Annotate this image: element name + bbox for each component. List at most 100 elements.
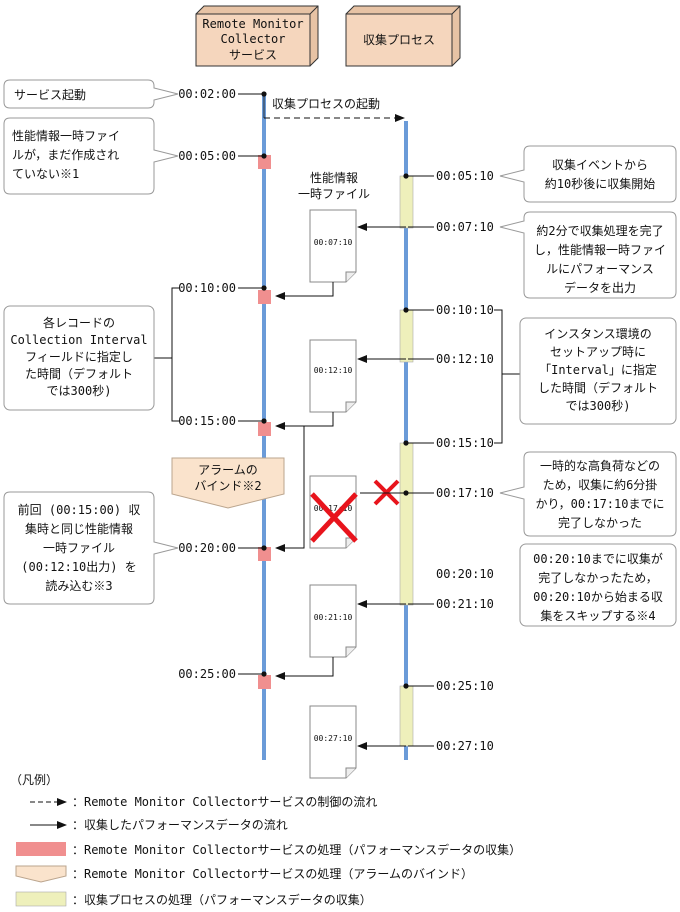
legend-item: ：Remote Monitor Collectorサービスの処理（アラームのバイ… (72, 867, 473, 881)
temp-file-doc-2: 00:12:10 (309, 339, 357, 413)
callout-text: 「Interval」に指定 (539, 362, 657, 377)
rmc-process-mark (258, 290, 271, 304)
right-time: 00:17:10 (436, 486, 494, 500)
right-time: 00:20:10 (436, 567, 494, 581)
left-time: 00:15:00 (178, 414, 236, 428)
left-time: 00:02:00 (178, 87, 236, 101)
rmc-process-marks (258, 155, 271, 689)
legend-collect-swatch (15, 891, 67, 907)
callout-text: データを出力 (564, 280, 636, 295)
doc-time: 00:27:10 (314, 734, 353, 743)
callout-text: Collection Interval (10, 333, 147, 347)
callout-text: 読み込む※3 (45, 578, 112, 593)
callout-text: セットアップ時に (550, 345, 646, 359)
callout-text: ルにパフォーマンス (546, 262, 654, 276)
callout-text: た時間（デフォルト (25, 366, 133, 381)
rmc-box-line-2: Collector (220, 32, 285, 46)
callout-text: 00:20:10から始まる収 (533, 590, 663, 604)
legend-item: ：Remote Monitor Collectorサービスの処理（パフォーマンス… (72, 842, 521, 857)
left-time: 00:05:00 (178, 149, 236, 163)
left-time: 00:25:00 (178, 667, 236, 681)
callout-text: 収集イベントから (552, 157, 648, 172)
callout-interval: 各レコードの Collection Interval フィールドに指定し た時間… (3, 305, 155, 411)
collect-bar-1 (399, 175, 414, 229)
callout-text: サービス起動 (14, 88, 86, 102)
right-time: 00:07:10 (436, 220, 494, 234)
alarm-bind-shape: アラームの バインド※2 (171, 457, 285, 509)
temp-file-doc-5: 00:27:10 (309, 705, 357, 779)
right-time: 00:25:10 (436, 679, 494, 693)
callout-text: 00:20:10までに収集が (533, 551, 663, 566)
temp-file-doc-1: 00:07:10 (309, 209, 357, 283)
right-time: 00:10:10 (436, 303, 494, 317)
temp-file-doc-4: 00:21:10 (309, 584, 357, 658)
callout-text: 約10秒後に収集開始 (545, 176, 655, 191)
callout-collect-start: 収集イベントから 約10秒後に収集開始 (499, 145, 677, 203)
legend-alarm-swatch (15, 865, 67, 883)
doc-time: 00:12:10 (314, 366, 353, 375)
callout-text: 約2分で収集処理を完了 (536, 223, 663, 238)
callout-skip: 00:20:10までに収集が 完了しなかったため， 00:20:10から始まる収… (519, 543, 677, 627)
left-time-leaders (238, 93, 262, 675)
callout-text: では300秒) (47, 384, 112, 398)
left-time: 00:10:00 (178, 281, 236, 295)
callout-not-created: 性能情報一時ファイ ルが，まだ作成され ていない※1 (3, 117, 179, 195)
callout-text: ていない※1 (12, 167, 79, 181)
right-time: 00:27:10 (436, 739, 494, 753)
callout-text: ため，収集に約6分掛 (543, 477, 658, 492)
doc-time: 00:17:10 (314, 504, 353, 513)
callout-text: 完了しなかったため， (538, 570, 657, 585)
callout-service-start: サービス起動 (3, 79, 179, 109)
callout-text: した時間（デフォルト (538, 380, 658, 395)
callout-text: 前回 (00:15:00) 収 (18, 502, 141, 517)
interval-brackets (154, 287, 520, 444)
callout-text: 各レコードの (43, 315, 115, 330)
doc-time: 00:07:10 (314, 238, 353, 247)
callout-high-load: 一時的な高負荷などの ため，収集に約6分掛 かり，00:17:10までに 完了し… (499, 451, 677, 537)
callout-text: (00:12:10出力) を (21, 560, 136, 574)
alarm-bind-label-1: アラームの (198, 463, 258, 477)
legend-title: （凡例） (10, 773, 58, 787)
data-flow-arrows (275, 223, 406, 750)
temp-file-label-1: 性能情報 (310, 171, 358, 185)
timeline-dots (261, 91, 409, 689)
legend: （凡例） ：Remote Monitor Collectorサービスの制御の流れ… (10, 773, 521, 907)
rmc-process-mark (258, 422, 271, 436)
rmc-process-mark (258, 675, 271, 689)
failed-file-cross (310, 492, 358, 543)
rmc-box-line-1: Remote Monitor (202, 17, 303, 31)
callout-text: かり，00:17:10までに (536, 497, 665, 511)
callout-text: 集時と同じ性能情報 (25, 521, 133, 536)
collection-bars (399, 175, 414, 747)
right-time-leaders (408, 175, 434, 747)
callout-text: し，性能情報一時ファイ (534, 243, 666, 257)
legend-item: ：Remote Monitor Collectorサービスの制御の流れ (72, 794, 377, 809)
doc-time: 00:21:10 (314, 613, 353, 622)
rmc-box-line-3: サービス (229, 48, 277, 62)
right-time: 00:12:10 (436, 352, 494, 366)
collection-process-box: 収集プロセス (345, 5, 461, 67)
callout-text: インスタンス環境の (544, 326, 652, 341)
rmc-process-mark (258, 547, 271, 561)
callout-text: 一時ファイル (43, 541, 115, 555)
callout-text: 一時的な高負荷などの (540, 458, 660, 473)
callout-reuse: 前回 (00:15:00) 収 集時と同じ性能情報 一時ファイル (00:12:… (3, 491, 179, 605)
alarm-bind-label-2: バインド※2 (194, 479, 261, 493)
process-box-label: 収集プロセス (363, 32, 435, 47)
callout-text: 性能情報一時ファイ (12, 129, 120, 143)
legend-rmc-process-swatch (16, 842, 66, 856)
callout-instance: インスタンス環境の セットアップ時に 「Interval」に指定 した時間（デフ… (519, 317, 677, 425)
callout-two-min: 約2分で収集処理を完了 し，性能情報一時ファイ ルにパフォーマンス データを出力 (499, 211, 677, 299)
legend-item: ：収集プロセスの処理（パフォーマンスデータの収集） (72, 892, 372, 907)
callout-text: 完了しなかった (558, 515, 642, 530)
callout-text: では300秒) (566, 399, 631, 413)
callout-text: 集をスキップする※4 (540, 608, 655, 623)
collect-bar-4 (399, 685, 414, 747)
legend-item: ：収集したパフォーマンスデータの流れ (72, 817, 288, 832)
process-start-label: 収集プロセスの起動 (272, 96, 380, 111)
rmc-service-box: Remote Monitor Collector サービス (195, 5, 319, 67)
left-time: 00:20:00 (178, 541, 236, 555)
right-time: 00:21:10 (436, 597, 494, 611)
callout-text: ルが，まだ作成され (12, 147, 119, 162)
